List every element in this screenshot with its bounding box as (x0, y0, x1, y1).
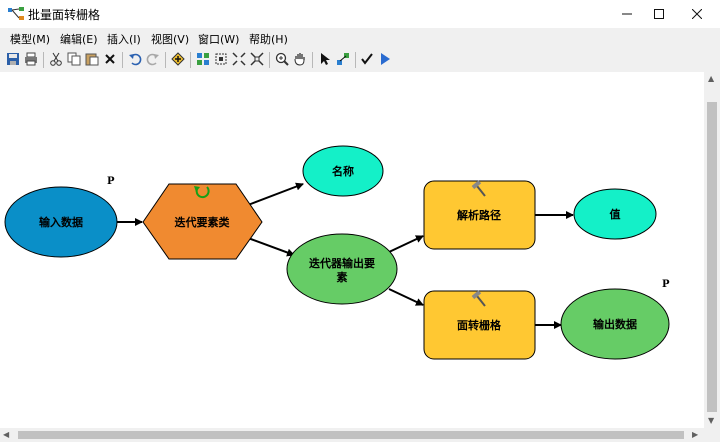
node-output-data-label: 输出数据 (593, 317, 637, 331)
fixed-zoom-in-icon (232, 52, 246, 66)
node-output-data[interactable]: 输出数据 (560, 288, 670, 360)
zoom-in-button[interactable] (274, 51, 290, 67)
node-polygon-to-raster-label: 面转栅格 (457, 318, 502, 332)
toolbar-separator (355, 52, 356, 68)
menu-edit[interactable]: 编辑(E) (60, 33, 98, 46)
redo-icon (146, 53, 159, 66)
validate-button[interactable] (359, 51, 375, 67)
toolbar-separator (165, 52, 166, 68)
title-bar: 批量面转栅格 (0, 0, 720, 28)
horizontal-scroll-thumb[interactable] (18, 431, 684, 439)
paste-button[interactable] (84, 51, 100, 67)
node-parse-path[interactable]: 解析路径 (423, 180, 536, 250)
menu-model[interactable]: 模型(M) (10, 33, 51, 46)
toolbar-separator (312, 52, 313, 68)
node-iterate-feature-classes[interactable]: 迭代要素类 (142, 183, 263, 260)
save-button[interactable] (5, 51, 21, 67)
validate-icon (361, 53, 373, 65)
hammer-icon (471, 290, 486, 307)
add-data-button[interactable] (170, 51, 186, 67)
minimize-icon (622, 13, 632, 15)
copy-icon (67, 52, 81, 66)
print-icon (25, 52, 37, 66)
node-parse-path-label: 解析路径 (457, 208, 501, 222)
param-marker-input: P (107, 176, 115, 187)
model-diagram: 输入数据 P 迭代要素类 名称 迭代器输出要 素 (4, 145, 670, 360)
print-button[interactable] (23, 51, 39, 67)
model-canvas[interactable]: 输入数据 P 迭代要素类 名称 迭代器输出要 素 (0, 72, 704, 428)
fixed-zoom-out-button[interactable] (249, 51, 265, 67)
toolbar-separator (43, 52, 44, 68)
toolbar-separator (122, 52, 123, 68)
delete-icon (105, 54, 115, 64)
scroll-down-icon[interactable]: ▼ (708, 416, 715, 425)
vertical-scrollbar[interactable]: ▲ ▼ (704, 72, 720, 428)
node-polygon-to-raster[interactable]: 面转栅格 (423, 290, 536, 360)
vertical-scroll-thumb[interactable] (707, 102, 717, 412)
minimize-button[interactable] (604, 0, 650, 28)
toolbar-separator (190, 52, 191, 68)
select-icon (321, 53, 330, 65)
redo-button[interactable] (145, 51, 161, 67)
node-iterator-output-features[interactable]: 迭代器输出要 素 (286, 233, 398, 305)
model-app-icon (8, 7, 24, 20)
hammer-icon (471, 180, 486, 197)
zoom-in-icon (275, 52, 289, 66)
cut-icon (50, 52, 62, 66)
menu-help[interactable]: 帮助(H) (249, 33, 288, 46)
menu-view[interactable]: 视图(V) (151, 33, 190, 46)
node-name[interactable]: 名称 (302, 145, 384, 197)
connect-icon (337, 53, 349, 65)
select-button[interactable] (317, 51, 333, 67)
auto-layout-button[interactable] (195, 51, 211, 67)
maximize-button[interactable] (636, 0, 682, 28)
menu-window[interactable]: 窗口(W) (198, 33, 240, 46)
run-button[interactable] (377, 51, 393, 67)
save-icon (7, 53, 19, 65)
scrollbar-corner (704, 428, 720, 442)
menu-insert[interactable]: 插入(I) (107, 33, 141, 46)
cut-button[interactable] (48, 51, 64, 67)
connector-output-to-parse (388, 235, 424, 253)
full-extent-icon (215, 53, 227, 65)
connect-button[interactable] (335, 51, 351, 67)
scroll-right-icon[interactable]: ▶ (692, 430, 699, 439)
node-value-label: 值 (610, 207, 621, 221)
node-iter-output-label-line1: 迭代器输出要 (309, 256, 375, 270)
fixed-zoom-in-button[interactable] (231, 51, 247, 67)
node-value[interactable]: 值 (573, 188, 657, 240)
menu-bar: 模型(M) 编辑(E) 插入(I) 视图(V) 窗口(W) 帮助(H) (0, 28, 720, 48)
param-marker-output: P (662, 279, 670, 290)
node-name-label: 名称 (332, 164, 354, 178)
horizontal-scrollbar[interactable]: ◀ ▶ (0, 428, 704, 442)
full-extent-button[interactable] (213, 51, 229, 67)
connector-output-to-raster (388, 288, 424, 306)
copy-button[interactable] (66, 51, 82, 67)
undo-button[interactable] (127, 51, 143, 67)
undo-icon (129, 53, 142, 66)
window-title: 批量面转栅格 (28, 8, 101, 22)
close-icon (692, 9, 702, 19)
close-button[interactable] (674, 0, 720, 28)
run-icon (381, 53, 390, 65)
node-iterate-label: 迭代要素类 (175, 215, 231, 229)
node-input-data-label: 输入数据 (39, 215, 83, 229)
connector-iterate-to-name (247, 182, 304, 206)
fixed-zoom-out-icon (250, 52, 264, 66)
delete-button[interactable] (102, 51, 118, 67)
node-iter-output-label-line2: 素 (337, 270, 348, 284)
node-input-data[interactable]: 输入数据 (4, 186, 118, 258)
scroll-left-icon[interactable]: ◀ (3, 430, 10, 439)
connector-iterate-to-output (247, 237, 295, 257)
iterator-refresh-icon (194, 186, 210, 199)
add-data-icon (171, 52, 185, 66)
toolbar (0, 48, 720, 73)
toolbar-separator (269, 52, 270, 68)
scroll-up-icon[interactable]: ▲ (708, 74, 715, 83)
paste-icon (85, 53, 99, 66)
auto-layout-icon (197, 53, 209, 65)
pan-button[interactable] (292, 51, 308, 67)
maximize-icon (654, 9, 664, 19)
pan-icon (294, 53, 305, 66)
